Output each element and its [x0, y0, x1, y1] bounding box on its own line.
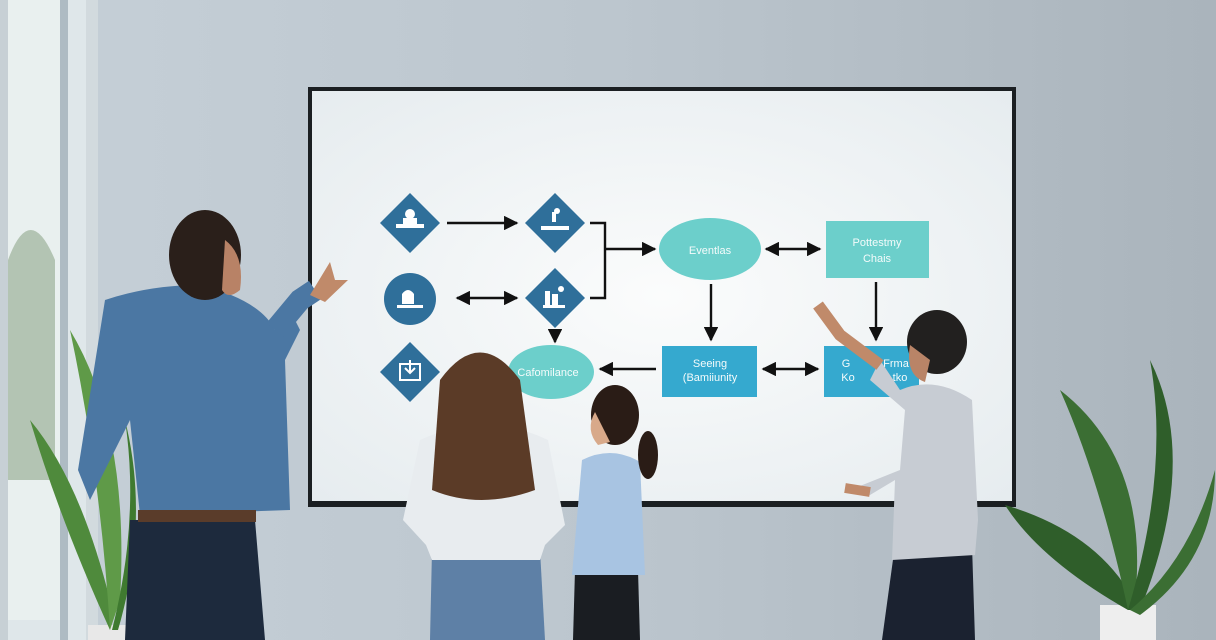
- person-icon: [397, 290, 423, 308]
- inbox-icon: [399, 360, 421, 381]
- node-cafomilance: Cafomilance: [508, 345, 594, 399]
- node-label: Cafomilance: [517, 367, 578, 379]
- node-eventlas: Eventlas: [659, 218, 761, 280]
- plant-right: [1005, 360, 1215, 640]
- diamond-node-tool: [525, 193, 585, 253]
- person-man-left: [78, 210, 348, 640]
- node-label: Frma: [883, 358, 910, 370]
- node-label: Pottestmy: [853, 237, 902, 249]
- connector-arrows: [447, 215, 884, 377]
- node-label: Ko: [841, 372, 854, 384]
- node-seeing: Seeing (Bamiiunity: [662, 346, 757, 397]
- flow-diagram: Eventlas Pottestmy Chais Seeing (Bamiiun…: [380, 193, 929, 402]
- node-label: Chais: [863, 253, 892, 265]
- node-label: (Bamiiunity: [683, 372, 738, 384]
- diamond-node-inbox: [380, 342, 440, 402]
- factory-icon: [543, 286, 565, 308]
- person-woman-long-hair: [403, 352, 565, 640]
- person-girl: [572, 385, 658, 640]
- node-label: Seeing: [693, 358, 727, 370]
- node-label: Eventlas: [689, 245, 732, 257]
- circle-node-person: [384, 273, 436, 325]
- tool-icon: [541, 208, 569, 230]
- node-label: G: [842, 358, 851, 370]
- worker-icon: [396, 209, 424, 228]
- diamond-node-factory: [525, 268, 585, 328]
- diamond-node-worker: [380, 193, 440, 253]
- node-pottestmy: Pottestmy Chais: [826, 221, 929, 278]
- person-man-right: [813, 301, 978, 640]
- node-label: tko: [893, 372, 908, 384]
